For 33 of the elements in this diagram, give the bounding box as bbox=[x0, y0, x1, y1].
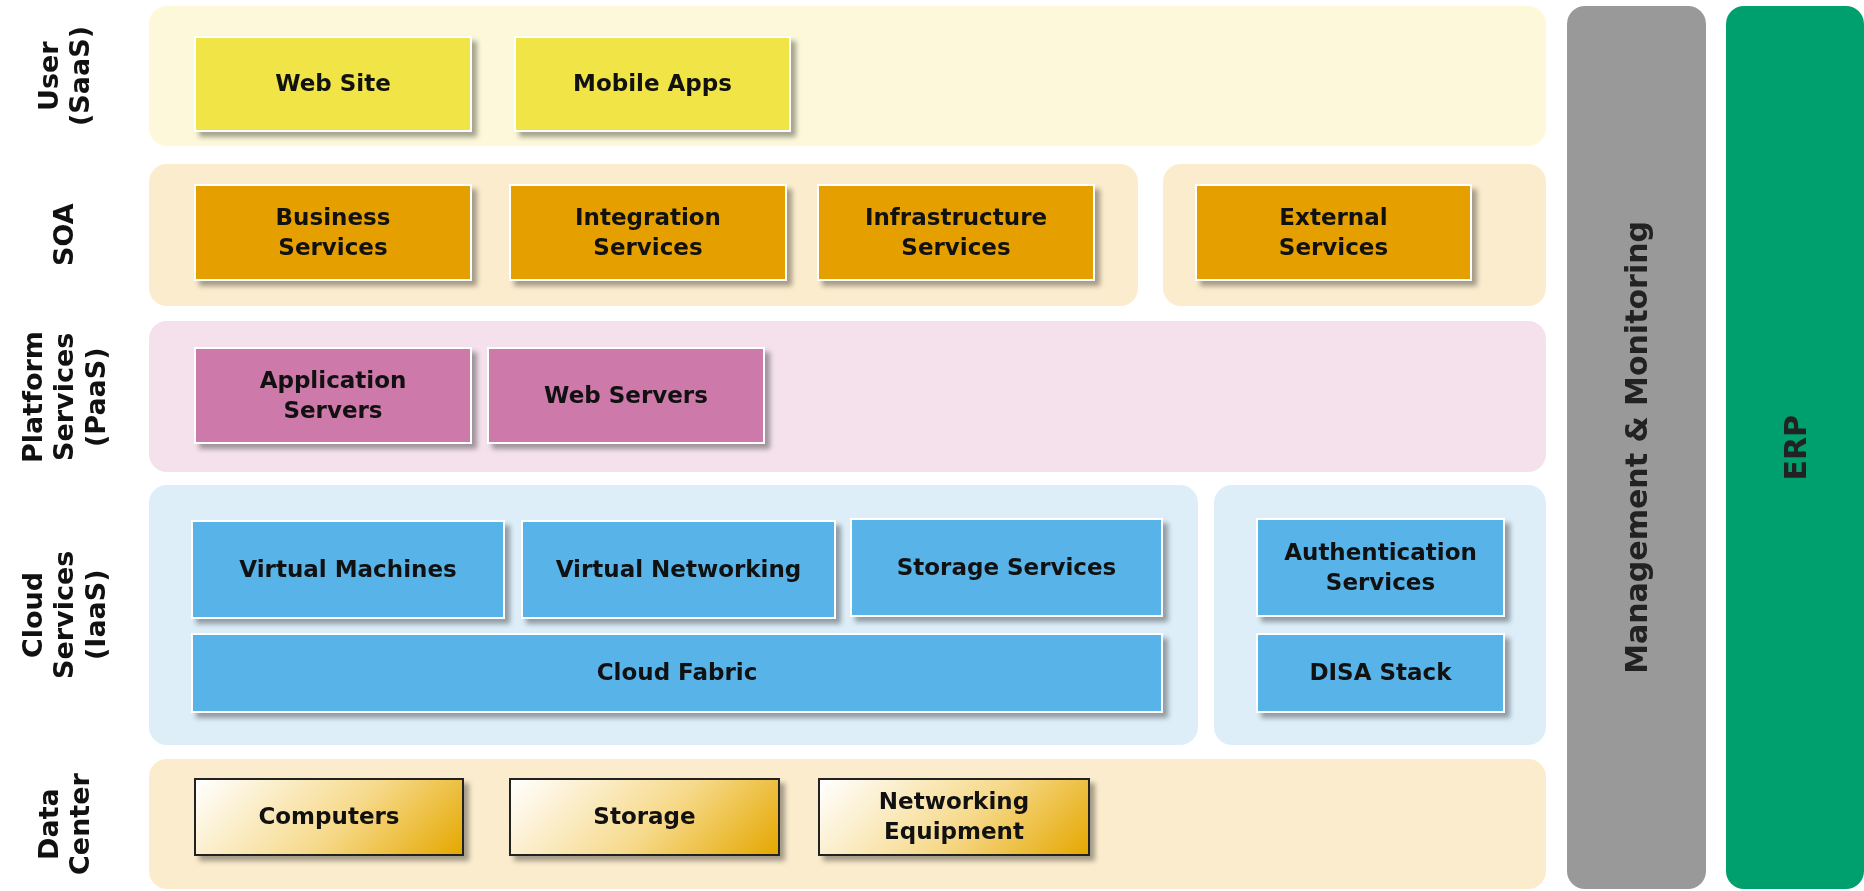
service-box: Business Services bbox=[194, 184, 472, 281]
column-label: ERP bbox=[1777, 414, 1813, 481]
layer-label: User (SaaS) bbox=[31, 25, 96, 128]
service-box: Storage Services bbox=[850, 518, 1163, 617]
group-panel bbox=[149, 485, 1198, 745]
column-bar bbox=[1567, 6, 1706, 889]
group-panel bbox=[1163, 164, 1546, 306]
layer-label: SOA bbox=[47, 202, 81, 269]
service-box: Networking Equipment bbox=[818, 778, 1090, 856]
band-panel bbox=[149, 6, 1546, 146]
group-panel bbox=[149, 164, 1138, 306]
group-panel bbox=[1214, 485, 1546, 745]
service-box: External Services bbox=[1195, 184, 1472, 281]
service-box: Application Servers bbox=[194, 347, 472, 444]
service-box: Virtual Machines bbox=[191, 520, 505, 619]
service-box: Storage bbox=[509, 778, 780, 856]
layer-label: Platform Services (PaaS) bbox=[19, 329, 109, 465]
band-panel bbox=[149, 321, 1546, 472]
service-box: Virtual Networking bbox=[521, 520, 836, 619]
service-box: Mobile Apps bbox=[514, 36, 791, 132]
layer-label: Cloud Services (IaaS) bbox=[19, 549, 109, 682]
column-label: Management & Monitoring bbox=[1619, 221, 1654, 674]
service-box: Cloud Fabric bbox=[191, 633, 1163, 713]
layer-label: Data Center bbox=[31, 772, 96, 877]
service-box: Computers bbox=[194, 778, 464, 856]
service-box: DISA Stack bbox=[1256, 633, 1505, 713]
service-box: Infrastructure Services bbox=[817, 184, 1095, 281]
service-box: Authentication Services bbox=[1256, 518, 1505, 617]
service-box: Web Site bbox=[194, 36, 472, 132]
column-bar bbox=[1726, 6, 1864, 889]
service-box: Web Servers bbox=[487, 347, 765, 444]
band-panel bbox=[149, 759, 1546, 889]
service-box: Integration Services bbox=[509, 184, 787, 281]
